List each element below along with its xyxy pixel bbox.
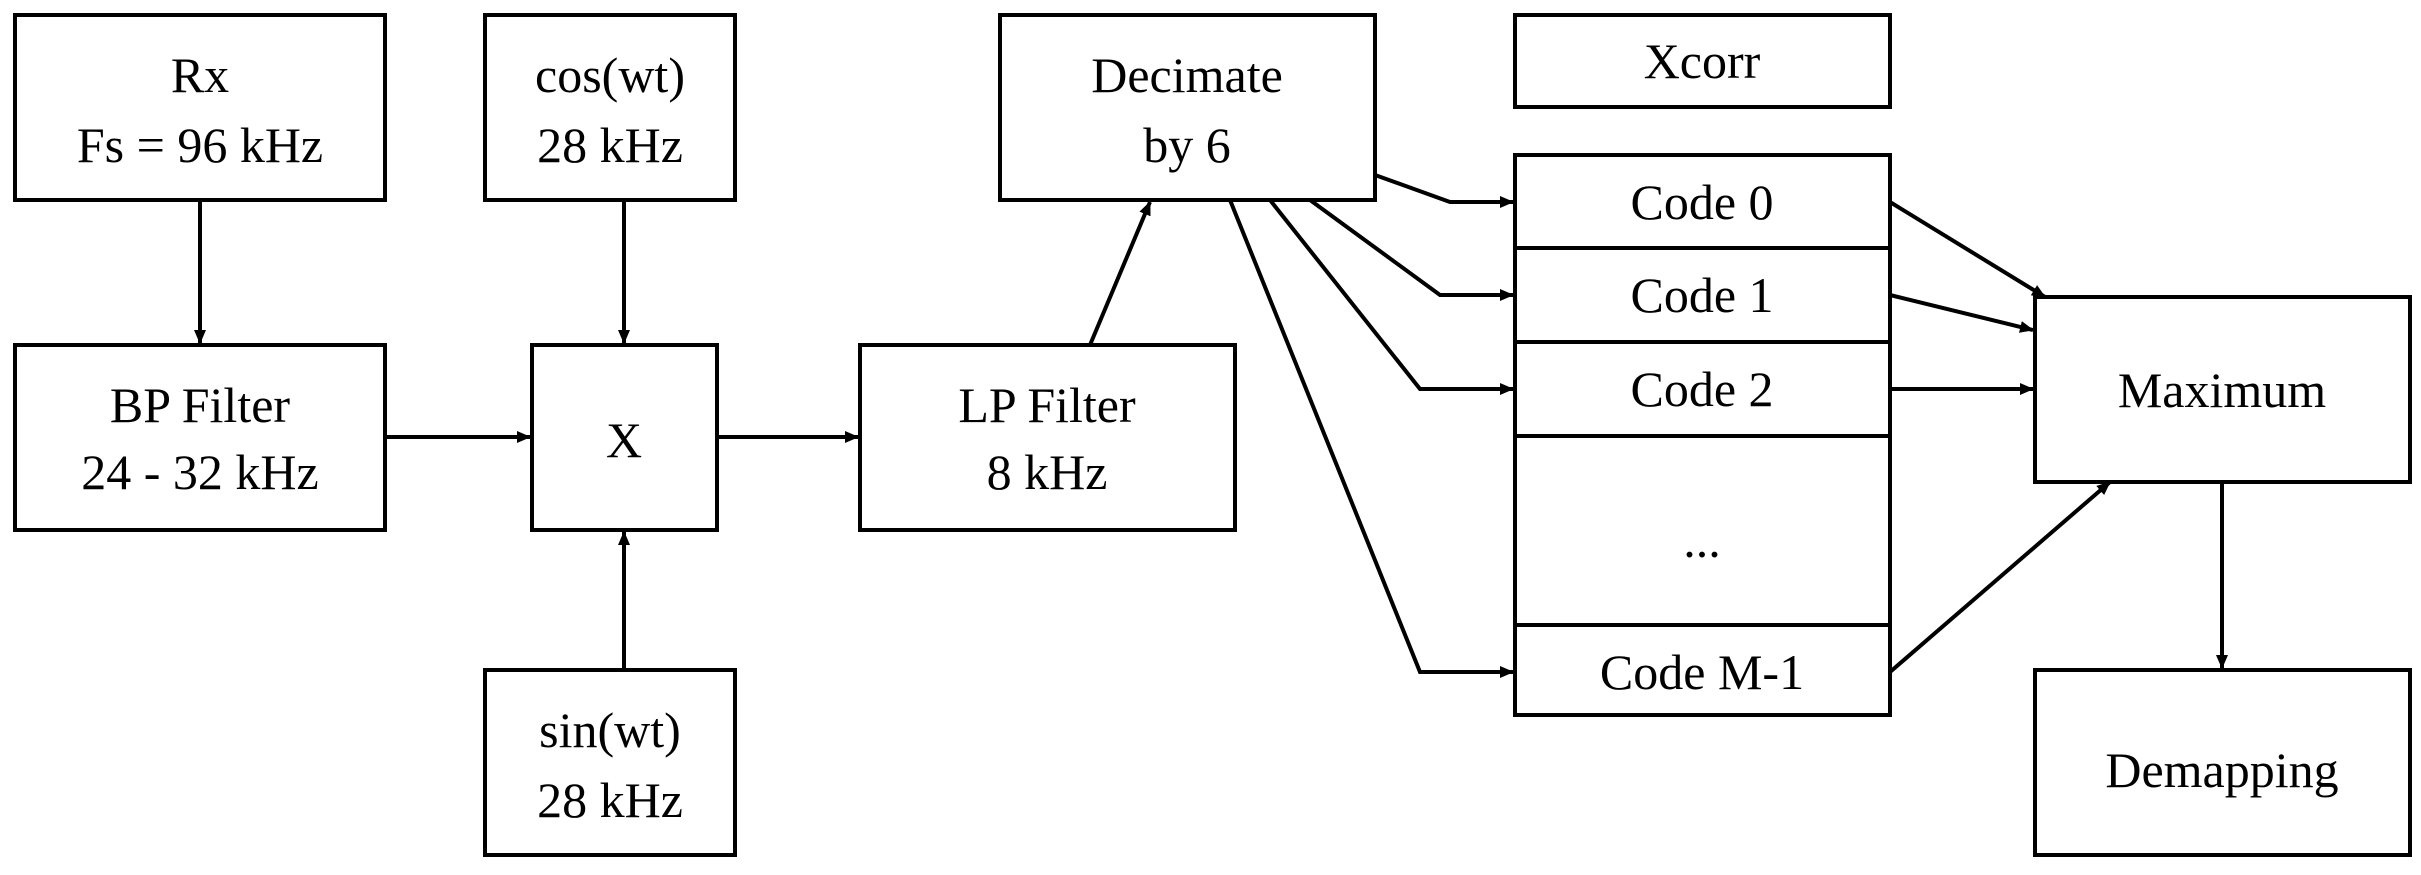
edge-lp-to-decimate [1088,201,1152,346]
code-1-label: Code 1 [1630,267,1773,323]
xcorr-label: Xcorr [1644,33,1761,89]
bp-filter-block: BP Filter 24 - 32 kHz [13,343,387,532]
code-2-label: Code 2 [1630,361,1773,417]
mixer-label: X [606,412,642,468]
rx-block: Rx Fs = 96 kHz [13,13,387,202]
xcorr-block: Xcorr [1513,13,1892,109]
edge-code-1-to-maximum [1889,293,2034,333]
decimate-factor: by 6 [1143,117,1231,173]
rx-label: Rx [171,47,229,103]
edge-decimate-to-code-m-1 [1228,199,1514,678]
sin-label: sin(wt) [539,702,681,758]
code-bank: Code 0 Code 1 Code 2 ... Code M-1 [1513,153,1892,717]
code-m-1-label: Code M-1 [1600,644,1804,700]
sin-oscillator-block: sin(wt) 28 kHz [483,668,737,857]
cos-label: cos(wt) [535,47,685,103]
edge-decimate-to-code-1 [1308,198,1514,301]
edge-decimate-to-code-2 [1268,198,1514,395]
demapping-label: Demapping [2105,742,2338,798]
sin-frequency: 28 kHz [537,772,683,828]
cos-frequency: 28 kHz [537,117,683,173]
bp-filter-label: BP Filter [110,377,290,433]
lp-filter-label: LP Filter [958,377,1136,433]
connections [194,173,2228,678]
decimate-label: Decimate [1091,47,1283,103]
maximum-label: Maximum [2118,362,2326,418]
decimate-block: Decimate by 6 [998,13,1377,202]
cos-oscillator-block: cos(wt) 28 kHz [483,13,737,202]
edge-code-m-1-to-maximum [1888,480,2112,674]
code-ellipsis: ... [1683,512,1721,568]
mixer-block: X [530,343,719,532]
lp-filter-cutoff: 8 kHz [987,444,1108,500]
demapping-block: Demapping [2033,668,2412,857]
bp-filter-band: 24 - 32 kHz [81,444,318,500]
lp-filter-block: LP Filter 8 kHz [858,343,1237,532]
edge-decimate-to-code-0 [1374,173,1514,208]
rx-sample-rate: Fs = 96 kHz [77,117,323,173]
edge-code-0-to-maximum [1888,200,2047,299]
code-0-label: Code 0 [1630,174,1773,230]
maximum-block: Maximum [2033,295,2412,484]
